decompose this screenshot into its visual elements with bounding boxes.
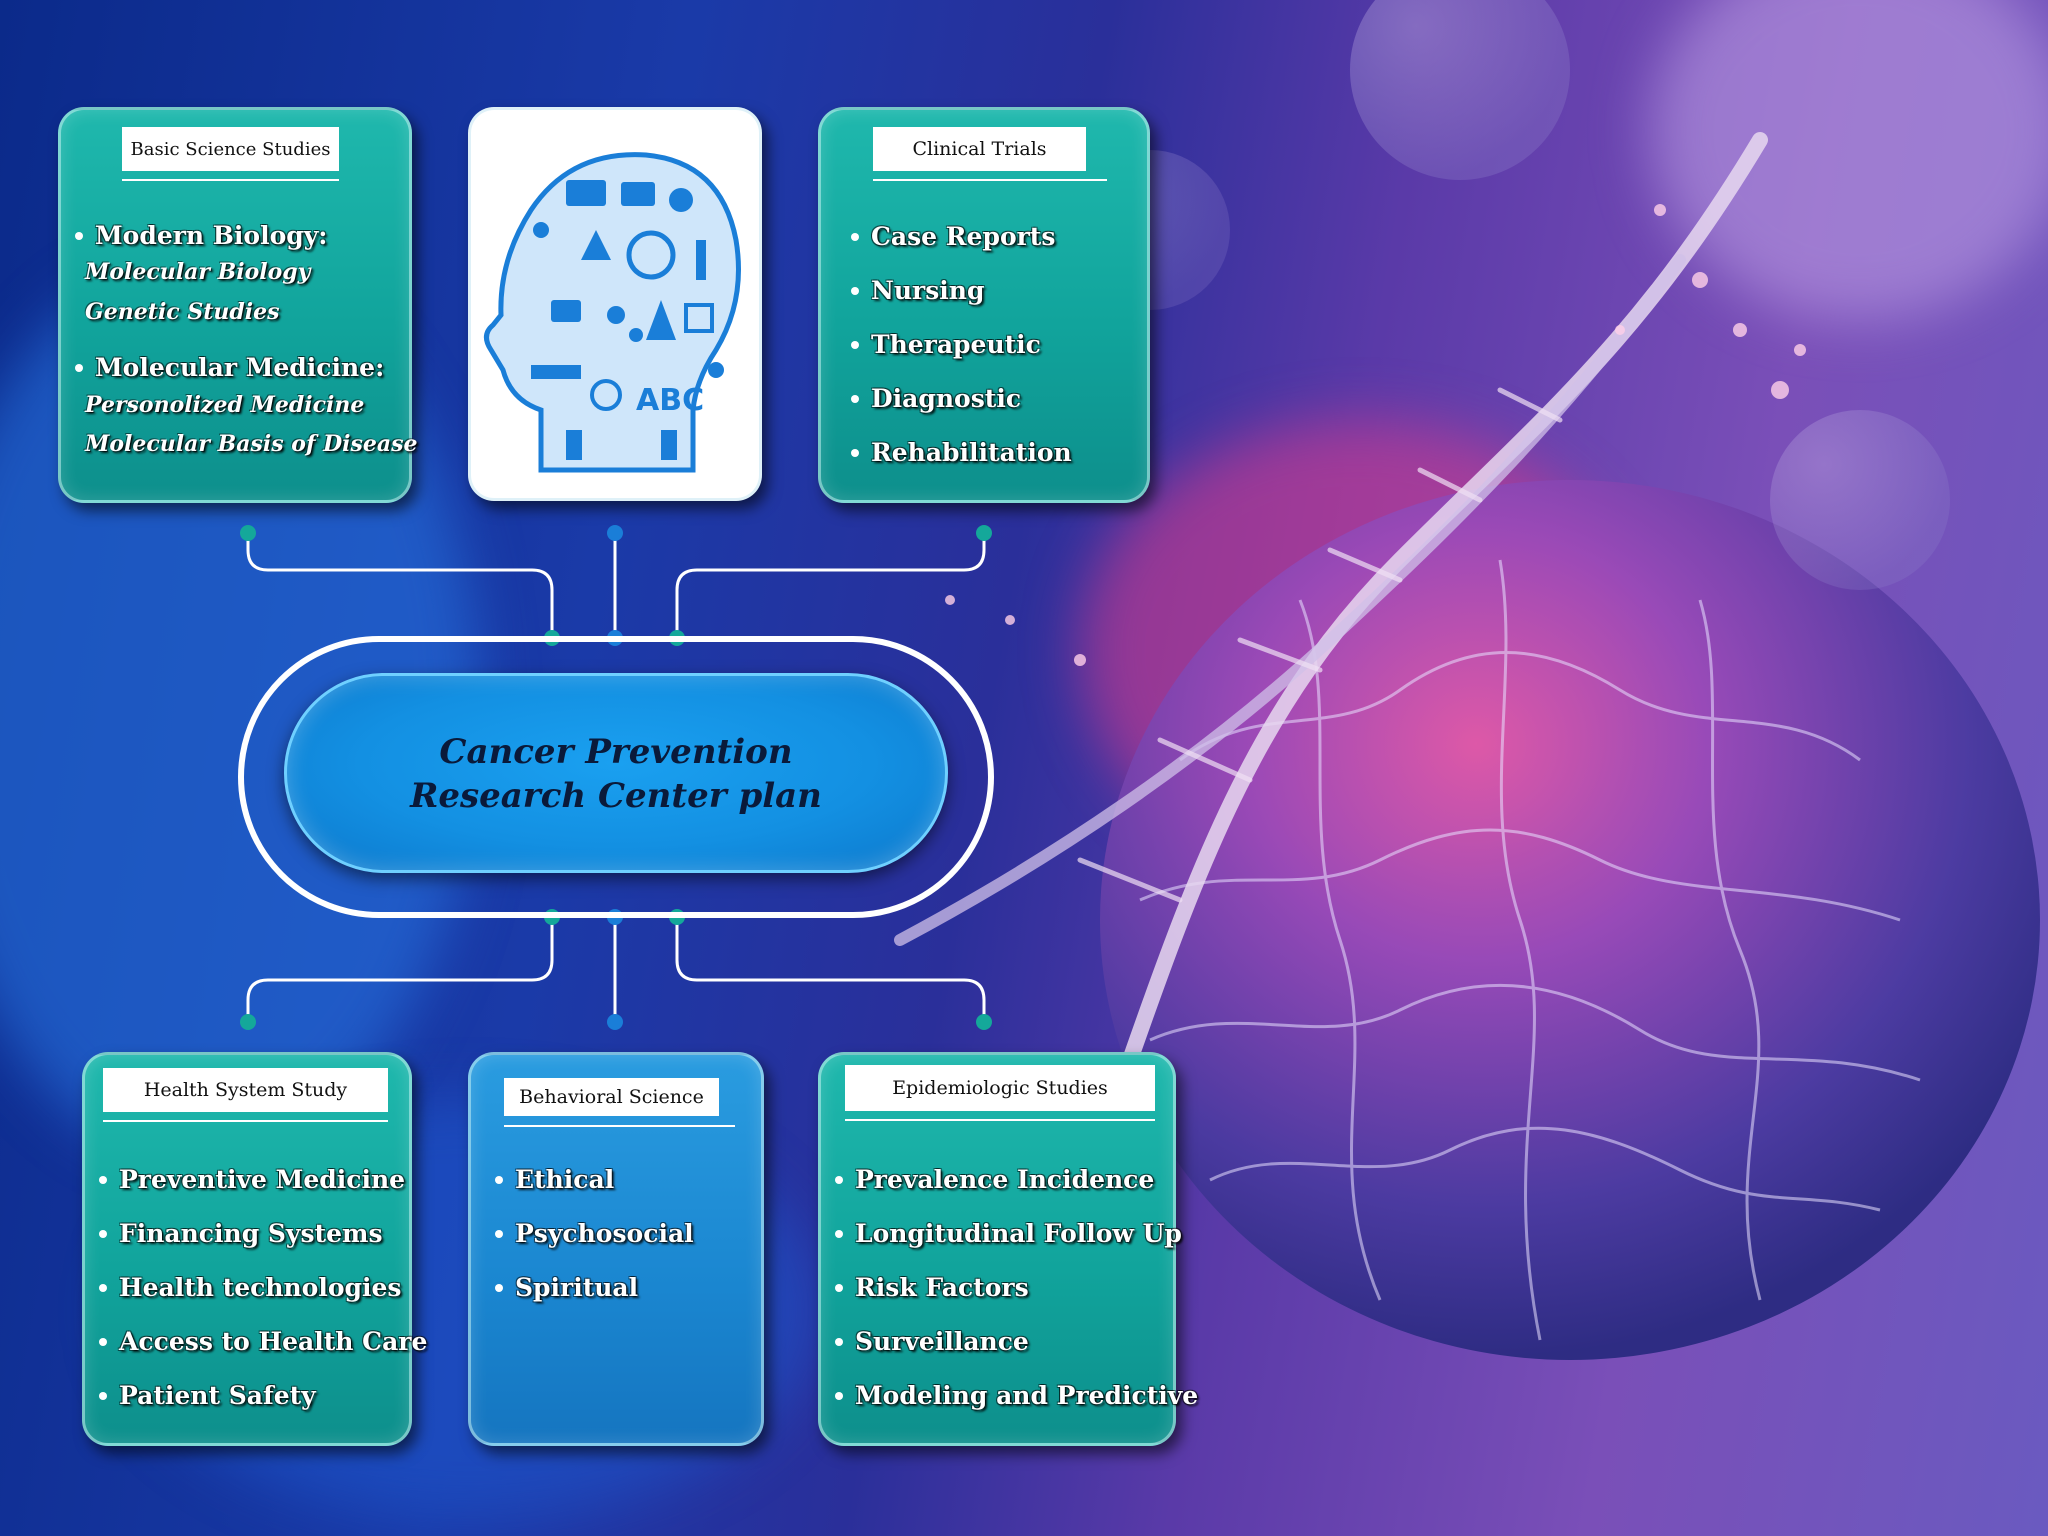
title-underline <box>122 179 339 181</box>
list-item: Ethical <box>495 1166 694 1193</box>
center-title-line1: Cancer Prevention <box>439 732 793 772</box>
list-item: Patient Safety <box>99 1382 427 1409</box>
list-item: Modeling and Predictive <box>835 1382 1198 1409</box>
health-system-title: Health System Study <box>103 1068 388 1112</box>
list-item: Financing Systems <box>99 1220 427 1247</box>
behavioral-science-card: Behavioral Science Ethical Psychosocial … <box>468 1052 764 1446</box>
list-item: Longitudinal Follow Up <box>835 1220 1198 1247</box>
sub-item: Personolized Medicine <box>85 392 365 418</box>
behavioral-science-title: Behavioral Science <box>504 1078 719 1116</box>
sub-item: Genetic Studies <box>85 299 280 325</box>
center-pill <box>284 673 948 873</box>
connector-node <box>240 525 256 541</box>
list-item: Health technologies <box>99 1274 427 1301</box>
epidemiologic-studies-card: Epidemiologic Studies Prevalence Inciden… <box>818 1052 1198 1446</box>
center-title: Cancer Prevention Research Center plan <box>284 730 948 818</box>
connector-node <box>607 525 623 541</box>
dna-helix-illustration <box>894 132 1768 1068</box>
svg-text:ABC: ABC <box>636 383 704 418</box>
connector-node <box>976 525 992 541</box>
head-icon: ABC <box>484 152 741 473</box>
list-item: Access to Health Care <box>99 1328 427 1355</box>
list-item: Risk Factors <box>835 1274 1198 1301</box>
connector-node <box>607 1014 623 1030</box>
list-item: Case Reports <box>851 223 1072 250</box>
list-item-molecular-medicine: Molecular Medicine: <box>75 354 384 381</box>
clinical-trials-title: Clinical Trials <box>873 127 1086 171</box>
title-underline <box>103 1120 388 1122</box>
basic-science-title: Basic Science Studies <box>122 127 339 171</box>
health-system-card: Health System Study Preventive Medicine … <box>82 1052 427 1446</box>
clinical-trials-card: Clinical Trials Case Reports Nursing The… <box>818 107 1150 503</box>
center-ring <box>238 636 994 918</box>
list-item: Spiritual <box>495 1274 694 1301</box>
background-glow-top-right <box>1650 0 2048 320</box>
list-item: Diagnostic <box>851 385 1072 412</box>
title-underline <box>504 1125 735 1127</box>
list-item: Prevalence Incidence <box>835 1166 1198 1193</box>
title-underline <box>873 179 1107 181</box>
list-item: Preventive Medicine <box>99 1166 427 1193</box>
list-item: Surveillance <box>835 1328 1198 1355</box>
list-item: Rehabilitation <box>851 439 1072 466</box>
head-with-science-icons: ABC <box>468 107 762 501</box>
list-item: Therapeutic <box>851 331 1072 358</box>
basic-science-card: Basic Science Studies Modern Biology: Mo… <box>58 107 418 503</box>
connector-node <box>976 1014 992 1030</box>
sub-item: Molecular Basis of Disease <box>85 431 418 457</box>
epidemiologic-studies-title: Epidemiologic Studies <box>845 1065 1155 1111</box>
list-item-modern-biology: Modern Biology: <box>75 222 328 249</box>
title-underline <box>845 1119 1155 1121</box>
connector-node <box>240 1014 256 1030</box>
sub-item: Molecular Biology <box>85 259 311 285</box>
center-title-line2: Research Center plan <box>410 776 822 816</box>
list-item: Nursing <box>851 277 1072 304</box>
list-item: Psychosocial <box>495 1220 694 1247</box>
